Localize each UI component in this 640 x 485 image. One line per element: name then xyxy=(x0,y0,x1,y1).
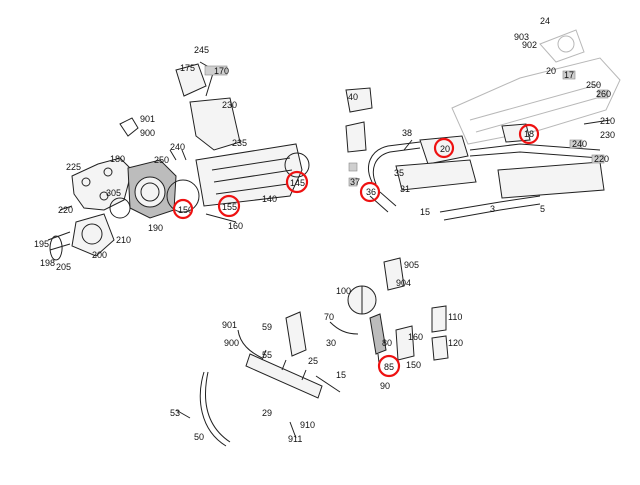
label-160: 160 xyxy=(408,332,423,342)
label-160: 160 xyxy=(228,221,243,231)
label-17: 17 xyxy=(564,70,574,80)
egr-cooler xyxy=(195,143,303,207)
label-110: 110 xyxy=(448,312,462,322)
label-100: 100 xyxy=(336,286,351,296)
label-250: 250 xyxy=(586,80,601,90)
highlight-155 xyxy=(217,194,241,218)
label-18: 18 xyxy=(524,129,534,139)
label-901: 901 xyxy=(222,320,237,330)
label-36: 36 xyxy=(366,187,376,197)
label-175: 175 xyxy=(180,63,195,73)
label-50: 50 xyxy=(194,432,204,442)
label-38: 38 xyxy=(402,128,412,138)
fuel-rail-30 xyxy=(245,353,323,399)
label-911: 911 xyxy=(288,434,302,444)
label-245: 245 xyxy=(194,45,209,55)
label-240: 240 xyxy=(572,139,587,149)
label-902: 902 xyxy=(522,40,537,50)
label-35: 35 xyxy=(394,168,404,178)
bracket-180 xyxy=(71,157,133,211)
label-195: 195 xyxy=(34,239,49,249)
label-210: 210 xyxy=(116,235,131,245)
label-305: 305 xyxy=(106,188,121,198)
label-903: 903 xyxy=(514,32,529,42)
flange-200 xyxy=(71,213,115,257)
highlight-150 xyxy=(172,198,194,220)
highlight-18 xyxy=(518,123,540,145)
label-29: 29 xyxy=(262,408,272,418)
label-80: 80 xyxy=(382,338,392,348)
label-190: 190 xyxy=(148,223,163,233)
highlight-85 xyxy=(377,354,401,378)
label-120: 120 xyxy=(448,338,463,348)
label-210: 210 xyxy=(600,116,615,126)
panel-egr-piping: 24 903 902 20 17 260 250 240 230 220 210… xyxy=(345,16,621,221)
label-37: 37 xyxy=(350,177,360,187)
label-240: 240 xyxy=(170,142,185,152)
label-230: 230 xyxy=(600,130,615,140)
label-3: 3 xyxy=(490,204,495,214)
label-150: 150 xyxy=(406,360,421,370)
label-900: 900 xyxy=(224,338,239,348)
label-155: 155 xyxy=(222,202,237,212)
label-25: 25 xyxy=(308,356,318,366)
label-205: 205 xyxy=(56,262,71,272)
injector-80 xyxy=(369,313,387,355)
label-180: 180 xyxy=(110,154,125,164)
label-230: 230 xyxy=(222,100,237,110)
label-198: 198 xyxy=(40,258,55,268)
label-5: 5 xyxy=(540,204,545,214)
label-85: 85 xyxy=(384,362,394,372)
label-24: 24 xyxy=(540,16,550,26)
label-220: 220 xyxy=(594,154,609,164)
egr-pipe-36 xyxy=(368,141,421,183)
highlight-20 xyxy=(433,137,455,159)
label-20b: 20 xyxy=(546,66,556,76)
label-900: 900 xyxy=(140,128,155,138)
label-53: 53 xyxy=(170,408,180,418)
label-220: 220 xyxy=(58,205,73,215)
label-905: 905 xyxy=(404,260,419,270)
label-170: 170 xyxy=(214,66,229,76)
label-90: 90 xyxy=(380,381,390,391)
label-904: 904 xyxy=(396,278,411,288)
panel-throttle-egr-assembly: 245 175 170 230 901 900 235 240 225 180 … xyxy=(34,45,310,272)
highlight-145 xyxy=(285,170,309,194)
label-20: 20 xyxy=(440,144,450,154)
label-235: 235 xyxy=(232,138,247,148)
panel-fuel-rail-injectors: 905 904 100 901 900 59 70 80 85 160 150 … xyxy=(170,257,463,447)
label-200: 200 xyxy=(92,250,107,260)
label-145: 145 xyxy=(290,178,305,188)
highlight-36 xyxy=(359,181,381,203)
label-150: 150 xyxy=(178,205,193,215)
label-225: 225 xyxy=(66,162,81,172)
label-70: 70 xyxy=(324,312,334,322)
engine-block-outline xyxy=(451,57,621,145)
label-31: 31 xyxy=(400,184,410,194)
label-15: 15 xyxy=(336,370,346,380)
label-55: 55 xyxy=(262,350,272,360)
label-901: 901 xyxy=(140,114,155,124)
label-910: 910 xyxy=(300,420,315,430)
label-30: 30 xyxy=(326,338,336,348)
label-260: 260 xyxy=(596,89,611,99)
label-250: 250 xyxy=(154,155,169,165)
label-40: 40 xyxy=(348,92,358,102)
label-15: 15 xyxy=(420,207,430,217)
label-140: 140 xyxy=(262,194,277,204)
label-59: 59 xyxy=(262,322,272,332)
egr-valve-20 xyxy=(419,135,469,165)
